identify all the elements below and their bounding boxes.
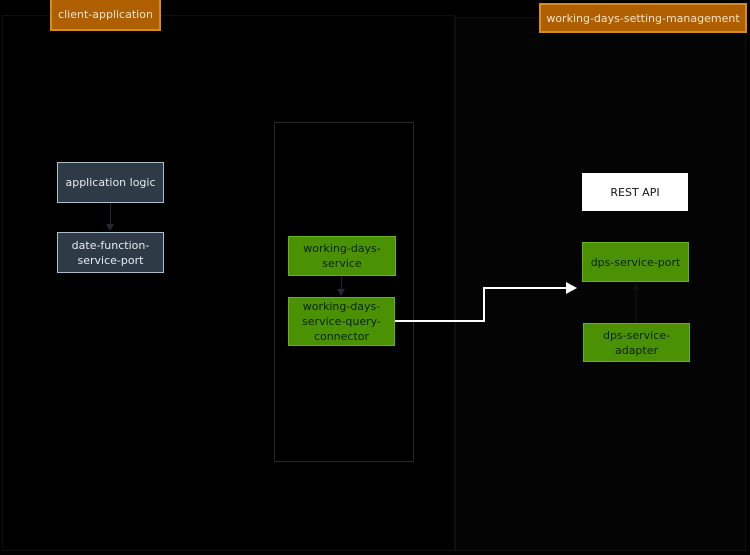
node-application-logic-label: application logic [65,176,156,189]
node-date-function-service-port: date-function-service-port [57,232,164,273]
node-application-logic: application logic [57,162,164,203]
boundary-title-client-application-label: client-application [58,7,153,21]
node-dps-service-port: dps-service-port [582,242,689,282]
edge-connector-to-dps-arrowhead-icon [566,282,577,294]
node-working-days-service-query-connector-label: working-days-service-query-connector [302,300,381,343]
edge-adapter-to-port-line [635,289,637,322]
edge-connector-to-dps-segment-1 [395,320,484,322]
node-rest-api: REST API [582,173,688,211]
edge-adapter-to-port-arrowhead-icon [632,283,640,290]
edge-connector-to-dps-segment-3 [483,287,567,289]
edge-applogic-to-datefn-arrowhead-icon [106,224,114,231]
boundary-title-working-days-setting-management-label: working-days-setting-management [546,11,740,25]
node-working-days-service: working-days-service [288,236,396,276]
boundary-title-client-application: client-application [50,0,161,31]
node-date-function-service-port-label: date-function-service-port [71,238,150,267]
node-working-days-service-query-connector: working-days-service-query-connector [288,297,395,346]
boundary-title-working-days-setting-management: working-days-setting-management [539,3,747,33]
working-days-setting-management-boundary [455,17,746,551]
edge-wds-to-connector-arrowhead-icon [337,289,345,296]
node-working-days-service-label: working-days-service [303,242,381,270]
node-dps-service-adapter: dps-service-adapter [583,323,690,362]
service-container-outline [274,122,414,462]
edge-applogic-to-datefn-line [109,203,111,226]
edge-connector-to-dps-segment-2 [483,287,485,322]
edge-wds-to-connector-line [340,277,342,290]
node-rest-api-label: REST API [610,185,660,199]
node-dps-service-adapter-label: dps-service-adapter [602,328,671,357]
node-dps-service-port-label: dps-service-port [590,255,681,269]
